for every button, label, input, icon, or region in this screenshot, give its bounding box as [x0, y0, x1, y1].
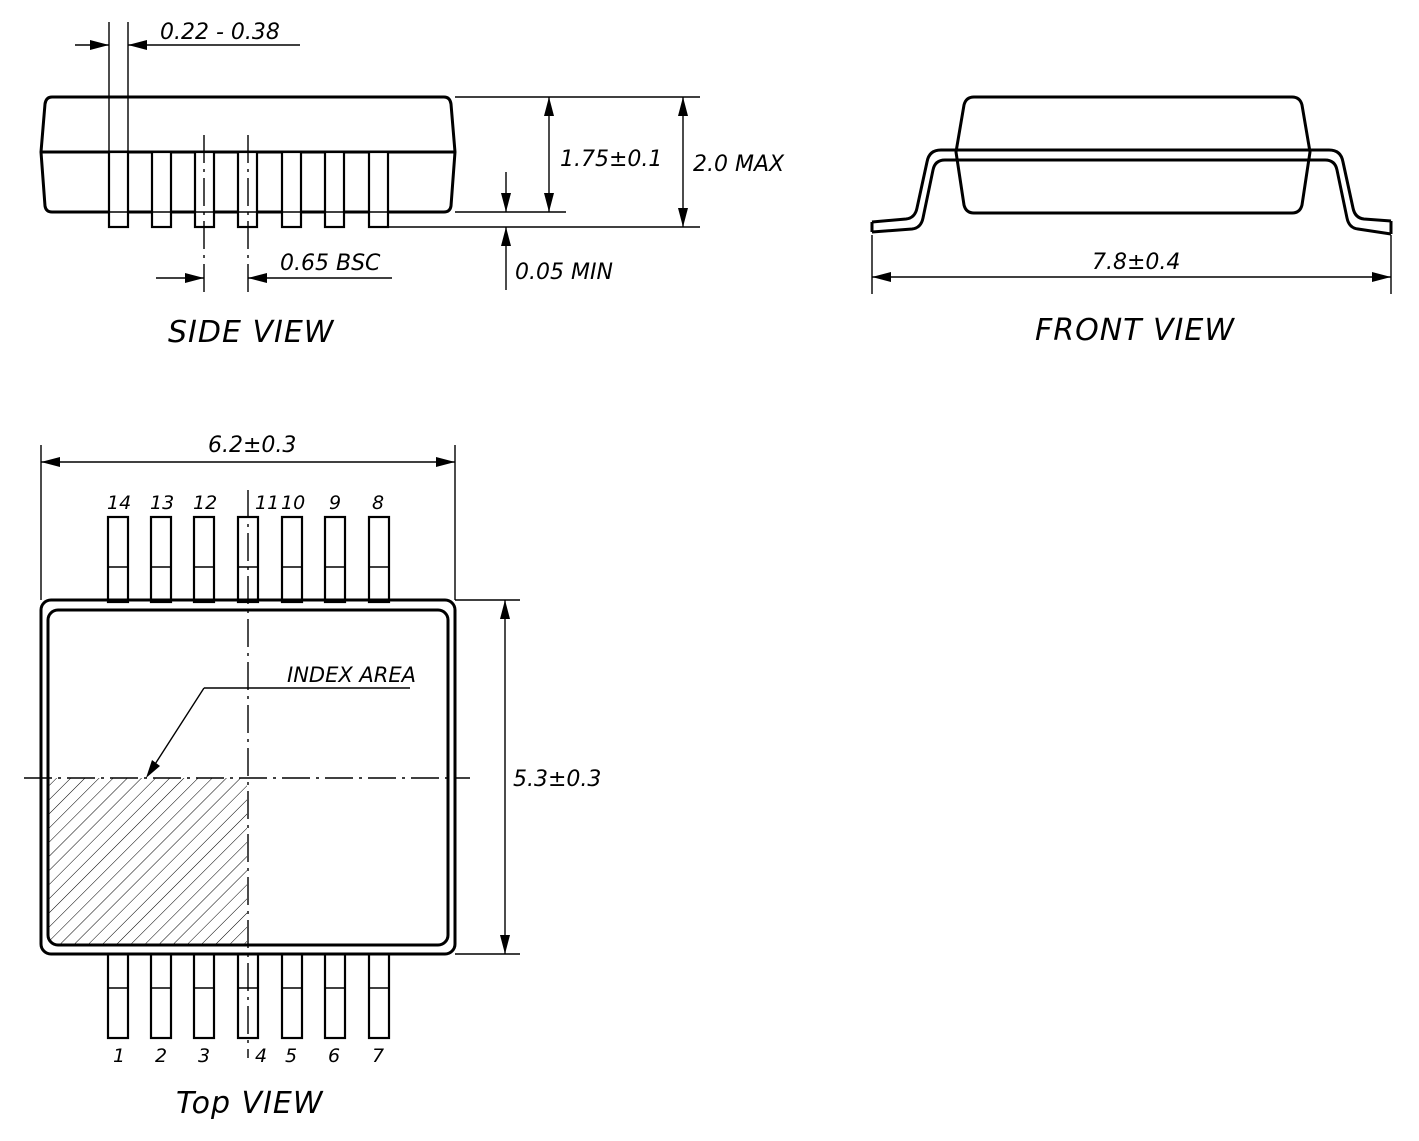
pitch-label: 0.65 BSC [280, 251, 381, 276]
bottom-row-leads [106, 952, 391, 1040]
pin-number: 13 [150, 492, 174, 514]
pin-number: 10 [281, 492, 305, 514]
index-area-label: INDEX AREA [287, 663, 416, 687]
lead-span-label: 7.8±0.4 [1092, 250, 1180, 275]
top-lead [280, 515, 304, 604]
top-view-title: Top VIEW [176, 1086, 324, 1121]
pin-number: 9 [329, 492, 341, 514]
side-view-title: SIDE VIEW [168, 315, 335, 350]
front-lead-outline [871, 148, 1392, 224]
top-view: 6.2±0.3 [24, 433, 601, 1121]
side-lead [150, 150, 173, 229]
lead-width-dimension: 0.22 - 0.38 [75, 20, 300, 152]
front-lead-inner [871, 158, 1392, 236]
body-height-label: 1.75±0.1 [560, 147, 662, 172]
height-dimensions: 1.75±0.1 2.0 MAX 0.05 MIN [388, 96, 785, 290]
top-pin-numbers: 14 13 12 11 10 9 8 [107, 492, 384, 514]
top-lead [106, 515, 130, 604]
body-length-label: 6.2±0.3 [208, 433, 296, 458]
pin-number: 14 [107, 492, 131, 514]
bottom-lead [323, 952, 347, 1040]
side-lead [323, 150, 346, 229]
bottom-lead [192, 952, 216, 1040]
top-lead [192, 515, 216, 604]
front-view-title: FRONT VIEW [1035, 313, 1235, 348]
pin-number: 8 [372, 492, 384, 514]
body-width-label: 5.3±0.3 [513, 767, 601, 792]
front-view: 7.8±0.4 FRONT VIEW [870, 95, 1393, 348]
index-area-hatch [49, 778, 247, 944]
side-view: 0.22 - 0.38 0.65 BSC 1.75±0.1 2.0 MAX [39, 20, 785, 350]
bottom-lead [106, 952, 130, 1040]
top-lead [323, 515, 347, 604]
body-width-dimension: 5.3±0.3 [455, 599, 601, 955]
bottom-lead [280, 952, 304, 1040]
side-lead [107, 150, 130, 229]
lead-width-label: 0.22 - 0.38 [160, 20, 280, 45]
side-body-outline [39, 95, 457, 214]
pin-number: 12 [193, 492, 217, 514]
pin-number: 1 [113, 1045, 125, 1067]
bottom-lead [149, 952, 173, 1040]
lead-span-dimension: 7.8±0.4 [871, 235, 1392, 294]
bottom-lead [367, 952, 391, 1040]
pin-number: 6 [328, 1045, 340, 1067]
pin-number: 5 [285, 1045, 297, 1067]
pin-number: 2 [155, 1045, 167, 1067]
pitch-dimension: 0.65 BSC [156, 135, 392, 292]
total-height-label: 2.0 MAX [693, 152, 785, 177]
top-row-leads [106, 515, 391, 604]
top-lead [367, 515, 391, 604]
index-area-leader: INDEX AREA [146, 663, 416, 778]
front-body-outline [954, 95, 1312, 215]
standoff-label: 0.05 MIN [515, 260, 613, 285]
bottom-pin-numbers: 1 2 3 4 5 6 7 [113, 1045, 384, 1067]
pin-number: 11 [255, 492, 279, 514]
side-lead [367, 150, 390, 229]
pin-number: 3 [198, 1045, 210, 1067]
side-lead [280, 150, 303, 229]
pin-number: 7 [372, 1045, 384, 1067]
body-length-dimension: 6.2±0.3 [40, 433, 456, 600]
pin-number: 4 [255, 1045, 267, 1067]
top-lead [149, 515, 173, 604]
